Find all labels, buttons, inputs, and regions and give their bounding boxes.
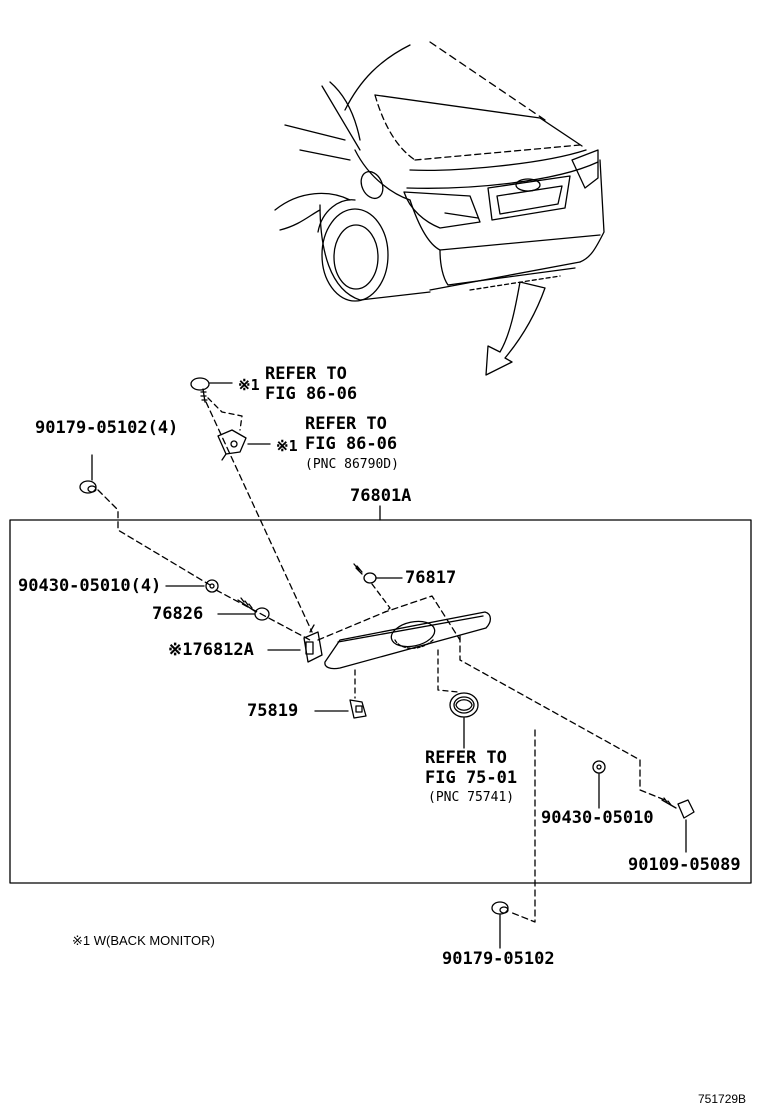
label-76812A: ※176812A [168,640,254,660]
refer-mid-line2: FIG 86-06 [305,434,398,454]
clip-90179 [491,901,509,915]
garnish-part [324,611,492,670]
label-76817: 76817 [405,568,457,588]
switch-76812A [303,624,323,663]
camera-part [217,429,247,461]
label-75819: 75819 [247,701,299,721]
clip-75819 [349,699,367,719]
figure-id: 751729B [698,1092,747,1106]
refer-mid-line1: REFER TO [305,414,387,434]
refer-top-line2: FIG 86-06 [265,384,358,404]
label-76826: 76826 [152,604,204,624]
refer-top-line1: REFER TO [265,364,347,384]
stud-76817 [353,563,377,584]
screw-90109 [661,797,695,819]
bolt-top [190,377,210,403]
car-rear-illustration [274,41,605,302]
assembly-box [9,519,752,884]
refer-bot-line2: FIG 75-01 [425,768,518,788]
refer-top-mark: ※1 [238,376,260,394]
nut-90430 [592,760,606,774]
clip-90179-4 [79,480,97,494]
label-90109: 90109-05089 [628,855,741,875]
label-90430: 90430-05010 [541,808,654,828]
label-76801A: 76801A [350,486,412,506]
screw-76826 [237,597,270,621]
refer-bot-line3: (PNC 75741) [428,790,515,805]
nut-90430-4 [205,579,219,593]
refer-mid-line3: (PNC 86790D) [305,457,399,472]
refer-mid-mark: ※1 [276,437,298,455]
label-90179-4: 90179-05102(4) [35,418,179,438]
label-90430-4: 90430-05010(4) [18,576,162,596]
footnote: ※1 W(BACK MONITOR) [72,933,215,948]
direction-arrow [485,281,546,376]
label-90179: 90179-05102 [442,949,555,969]
refer-bot-line1: REFER TO [425,748,507,768]
emblem-75741 [449,692,479,718]
